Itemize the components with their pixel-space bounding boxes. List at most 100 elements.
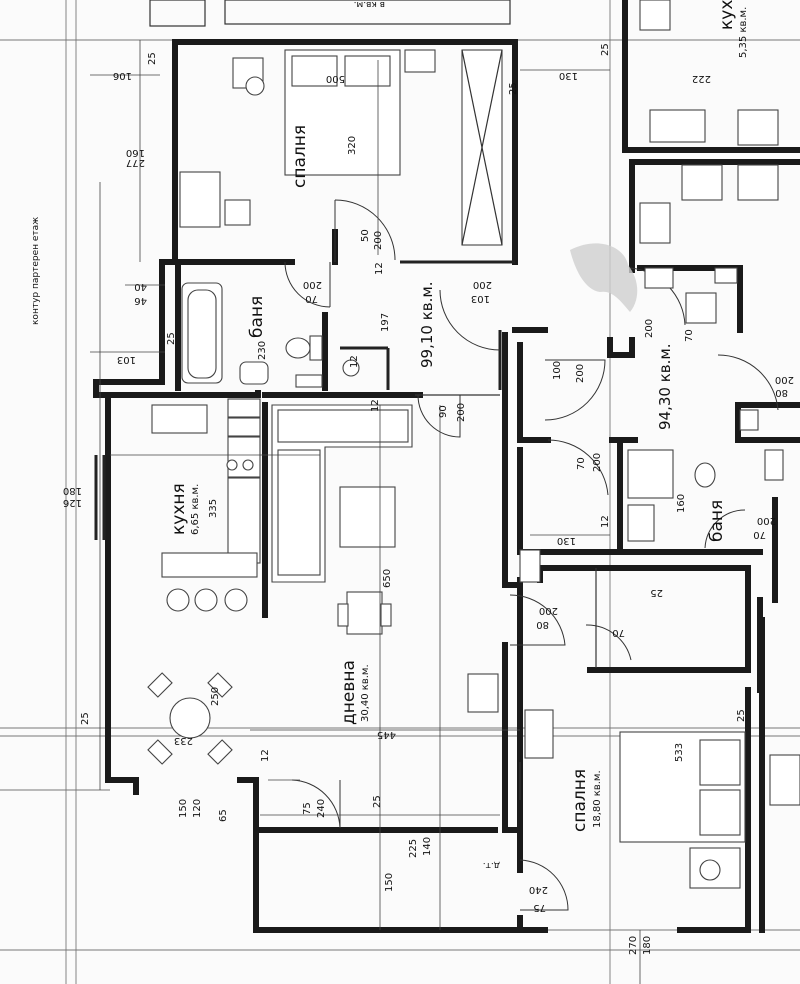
dim-label: 46: [134, 295, 147, 306]
dim-bedroom-height: 320: [347, 136, 358, 155]
dimension-lines: [90, 40, 641, 984]
dim-kitchen-left: 335: [208, 499, 219, 518]
dim-label: 200: [473, 279, 492, 290]
area-living: 30,40 кв.м.: [360, 664, 371, 722]
room-label-bedroom-right: спалня: [570, 769, 590, 832]
dim-label: 445: [377, 729, 396, 740]
dim-label: 103: [471, 293, 490, 304]
dim-label: 70: [753, 529, 766, 540]
dim-label: 126: [63, 497, 82, 508]
dim-label: 200: [592, 453, 603, 472]
dim-label: 240: [316, 799, 327, 818]
dim-label: 200: [575, 364, 586, 383]
dim-label: 25: [650, 587, 663, 598]
dim-label: 75: [302, 802, 313, 815]
header-fragment-text: в кв.м.: [354, 0, 385, 9]
dim-label: 70: [684, 329, 695, 342]
coffee-table: [339, 486, 396, 548]
dim-label: 12: [260, 749, 271, 762]
dim-label: 180: [642, 936, 653, 955]
dim-label: 25: [600, 43, 611, 56]
dim-label: 103: [117, 354, 136, 365]
dim-label: 75: [533, 902, 546, 913]
room-label-kitchen-left: кухня: [169, 483, 189, 535]
sink-left: [151, 404, 208, 434]
armchair: [346, 591, 383, 635]
dim-label: 150: [178, 799, 189, 818]
dim-label: 80: [775, 387, 788, 398]
dim-living: 650: [382, 569, 393, 588]
dim-label: 80: [536, 619, 549, 630]
dim-label: 200: [456, 403, 467, 422]
dim-label: 150: [384, 873, 395, 892]
apartment-area-left: 99,10 кв.м.: [418, 282, 436, 368]
dim-label: 270: [628, 936, 639, 955]
dim-label: 40: [134, 281, 147, 292]
dim-label: 200: [373, 231, 384, 250]
dim-label: 200: [539, 605, 558, 616]
doors: [284, 199, 779, 911]
bar-counter: [161, 552, 258, 578]
bath-left-furniture: [181, 282, 360, 388]
dim-label: 25: [166, 332, 177, 345]
room-label-living: дневна: [339, 660, 359, 725]
room-label-bedroom-top: спалня: [290, 125, 310, 188]
dim-label: 25: [372, 795, 383, 808]
dim-label: 222: [692, 73, 711, 84]
dim-label: 12: [349, 355, 360, 368]
dim-label: 225: [408, 839, 419, 858]
room-label-kitchen-top-right: кухня: [717, 0, 737, 30]
dim-label: 250: [210, 687, 221, 706]
room-label-bath-left: баня: [247, 296, 267, 338]
dim-label: 25: [508, 82, 519, 95]
dimension-labels: 106 25 160 277 40 46 103 25 126 180 25 2…: [63, 43, 794, 955]
dim-label: 100: [552, 361, 563, 380]
partitions: [94, 260, 597, 800]
bedroom-top-furniture: [179, 49, 503, 246]
dim-bedroom-right: 533: [674, 743, 685, 762]
dim-label: 106: [113, 70, 132, 81]
dim-bedroom-width: 500: [326, 73, 345, 84]
dim-label: 140: [422, 837, 433, 856]
apartment-area-right: 94,30 кв.м.: [656, 344, 674, 430]
area-kitchen-top-right: 5,35 кв.м.: [738, 7, 749, 58]
area-bedroom-right: 18,80 кв.м.: [592, 770, 603, 828]
dim-label: 25: [80, 712, 91, 725]
tv: [467, 673, 499, 713]
dim-label: 90: [438, 405, 449, 418]
watermark-blob: [570, 243, 638, 312]
living-furniture: [271, 394, 500, 713]
dim-label: 277: [126, 157, 145, 168]
dim-label: 12: [600, 515, 611, 528]
dim-label: 200: [303, 279, 322, 290]
shower-right: [627, 449, 674, 499]
dim-label: 12: [374, 262, 385, 275]
room-label-bath-right: баня: [707, 500, 727, 542]
dim-label: 25: [147, 52, 158, 65]
dim-label: 240: [529, 884, 548, 895]
dining-table: [169, 697, 211, 739]
dim-label: 200: [644, 319, 655, 338]
dim-label: 180: [63, 485, 82, 496]
dim-label: 70: [612, 627, 625, 638]
dim-label: 130: [557, 535, 576, 546]
walls: [93, 0, 800, 933]
dim-label: 50: [360, 229, 371, 242]
dim-label: 160: [126, 147, 145, 158]
area-kitchen-left: 6,65 кв.м.: [190, 484, 201, 535]
dim-label: 233: [174, 735, 193, 746]
dim-label: 200: [775, 374, 794, 385]
dim-label: 70: [576, 457, 587, 470]
dim-label: д.т.: [483, 860, 500, 870]
dim-label: 65: [218, 809, 229, 822]
kitchen-left-furniture: [147, 398, 261, 765]
dim-label: 70: [305, 293, 318, 304]
dim-label: 197: [380, 313, 391, 332]
dim-label: 200: [757, 515, 776, 526]
toilet-left: [285, 337, 311, 359]
top-fragment: в кв.м.: [149, 0, 511, 27]
dim-label: 130: [559, 70, 578, 81]
dim-label: 12: [370, 399, 381, 412]
